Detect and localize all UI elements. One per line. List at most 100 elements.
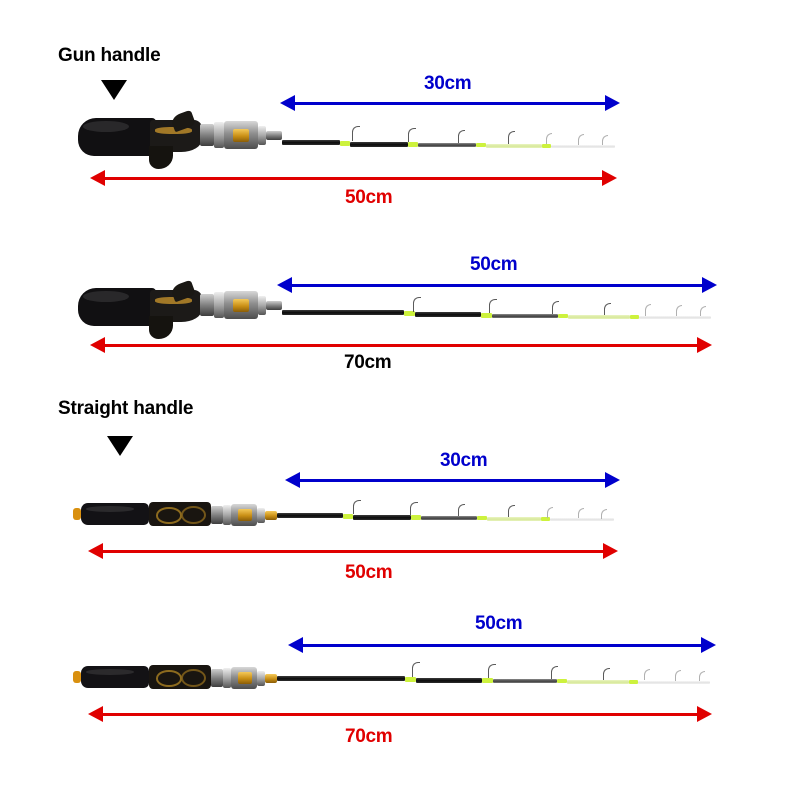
rod-4-blank-seg-2 bbox=[416, 678, 482, 683]
rod-4-tip-dimension-arrow bbox=[288, 637, 716, 653]
rod-1-guide-7 bbox=[602, 135, 608, 145]
rod-4-marker-1 bbox=[405, 677, 416, 682]
rod-2-marker-1 bbox=[404, 311, 415, 316]
rod-4-guide-1 bbox=[412, 662, 420, 677]
rod-3-marker-3 bbox=[477, 516, 487, 520]
rod-1-gun-grip bbox=[78, 118, 156, 156]
rod-1-total-length-label: 50cm bbox=[345, 187, 393, 208]
rod-3-total-dimension-arrow bbox=[88, 543, 618, 559]
rod-1-guide-5 bbox=[546, 133, 552, 144]
rod-3-seat-ring-b bbox=[257, 508, 265, 523]
rod-4-total-length-label: 70cm bbox=[345, 726, 393, 747]
rod-4-guide-4 bbox=[603, 668, 610, 680]
rod-4-seat-nut bbox=[265, 674, 277, 683]
arrowhead-right bbox=[697, 706, 712, 722]
rod-2-gun-grip bbox=[78, 288, 156, 326]
rod-1-marker-4 bbox=[542, 144, 551, 148]
rod-3-blank-seg-2 bbox=[353, 515, 411, 520]
rod-4-guide-5 bbox=[644, 669, 650, 680]
arrow-shaft bbox=[97, 549, 609, 553]
arrowhead-left bbox=[280, 95, 295, 111]
rod-2-blank-butt bbox=[282, 310, 404, 315]
arrow-shaft bbox=[97, 712, 703, 716]
rod-4-camo-section bbox=[149, 665, 211, 689]
rod-1-marker-3 bbox=[476, 143, 486, 147]
rod-3-seat-ring-a bbox=[223, 505, 231, 525]
rod-3-guide-7 bbox=[601, 509, 607, 519]
rod-1-blank-seg-2 bbox=[350, 142, 408, 147]
rod-2-guide-2 bbox=[489, 299, 497, 313]
rod-3-blank-seg-3 bbox=[421, 516, 477, 520]
arrow-shaft bbox=[289, 101, 611, 105]
arrowhead-left bbox=[285, 472, 300, 488]
straight-handle-pointer-icon bbox=[107, 436, 133, 456]
rod-2-marker-3 bbox=[558, 314, 568, 318]
rod-2-seat-nut bbox=[266, 301, 282, 310]
rod-1-marker-2 bbox=[408, 142, 418, 147]
rod-1-guide-3 bbox=[458, 130, 465, 143]
rod-3-tip-dimension-arrow bbox=[285, 472, 620, 488]
rod-2-total-length-label: 70cm bbox=[344, 352, 392, 373]
rod-1-marker-1 bbox=[340, 141, 350, 146]
rod-3-seat-collar bbox=[211, 506, 223, 524]
rod-4-marker-4 bbox=[629, 680, 638, 684]
rod-2-guide-5 bbox=[645, 304, 651, 316]
arrowhead-left bbox=[88, 706, 103, 722]
rod-1-blank-seg-4 bbox=[486, 144, 542, 148]
rod-4-blank-butt bbox=[277, 676, 405, 681]
rod-1-guide-4 bbox=[508, 131, 515, 144]
rod-4-total-dimension-arrow bbox=[88, 706, 712, 722]
arrowhead-right bbox=[702, 277, 717, 293]
rod-1-blank-butt bbox=[282, 140, 340, 145]
arrowhead-left bbox=[90, 170, 105, 186]
arrowhead-right bbox=[697, 337, 712, 353]
rod-1-blank-tip bbox=[551, 145, 615, 148]
rod-4-straight-grip bbox=[81, 666, 149, 688]
rod-4-seat-collar bbox=[211, 669, 223, 687]
rod-3-marker-4 bbox=[541, 517, 550, 521]
rod-1-seat-gold-insert bbox=[233, 129, 249, 142]
rod-4-tip-length-label: 50cm bbox=[475, 613, 523, 634]
rod-4-guide-2 bbox=[488, 664, 496, 678]
rod-2-seat-collar bbox=[200, 294, 214, 316]
rod-2-marker-4 bbox=[630, 315, 639, 319]
rod-2-blank-tip bbox=[639, 316, 711, 319]
rod-2-guide-6 bbox=[676, 305, 682, 316]
rod-3-total-length-label: 50cm bbox=[345, 562, 393, 583]
rod-1-guide-2 bbox=[408, 128, 416, 142]
rod-2-total-dimension-arrow bbox=[90, 337, 712, 353]
rod-2-tip-dimension-arrow bbox=[277, 277, 717, 293]
arrowhead-right bbox=[602, 170, 617, 186]
rod-1-tip-length-label: 30cm bbox=[424, 73, 472, 94]
rod-1-tip-dimension-arrow bbox=[280, 95, 620, 111]
arrowhead-right bbox=[603, 543, 618, 559]
rod-2-guide-7 bbox=[700, 306, 706, 316]
rod-3-guide-6 bbox=[578, 508, 584, 518]
rod-4-seat-ring-a bbox=[223, 668, 231, 688]
arrow-shaft bbox=[99, 176, 608, 180]
gun-handle-heading: Gun handle bbox=[58, 45, 161, 66]
rod-3-blank-seg-4 bbox=[487, 517, 541, 521]
rod-3-seat-nut bbox=[265, 511, 277, 520]
rod-3-marker-1 bbox=[343, 514, 353, 519]
rod-4-guide-7 bbox=[699, 671, 705, 681]
rod-2-seat-ring-a bbox=[214, 292, 224, 318]
rod-4-blank-seg-4 bbox=[567, 680, 629, 684]
rod-2-seat-ring-b bbox=[258, 296, 266, 315]
rod-3-guide-3 bbox=[458, 504, 465, 516]
arrowhead-left bbox=[288, 637, 303, 653]
rod-3-marker-2 bbox=[411, 515, 421, 520]
gun-handle-pointer-icon bbox=[101, 80, 127, 100]
rod-2-guide-4 bbox=[604, 303, 611, 315]
rod-4-seat-ring-b bbox=[257, 671, 265, 686]
rod-1-seat-collar bbox=[200, 124, 214, 146]
rod-2-tip-length-label: 50cm bbox=[470, 254, 518, 275]
arrow-shaft bbox=[297, 643, 707, 647]
rod-3-guide-2 bbox=[410, 502, 418, 515]
rod-4-guide-6 bbox=[675, 670, 681, 681]
rod-3-guide-4 bbox=[508, 505, 515, 517]
rod-1-seat-ring-b bbox=[258, 126, 266, 145]
rod-1-seat-ring-a bbox=[214, 122, 224, 148]
rod-2-blank-seg-3 bbox=[492, 314, 558, 318]
